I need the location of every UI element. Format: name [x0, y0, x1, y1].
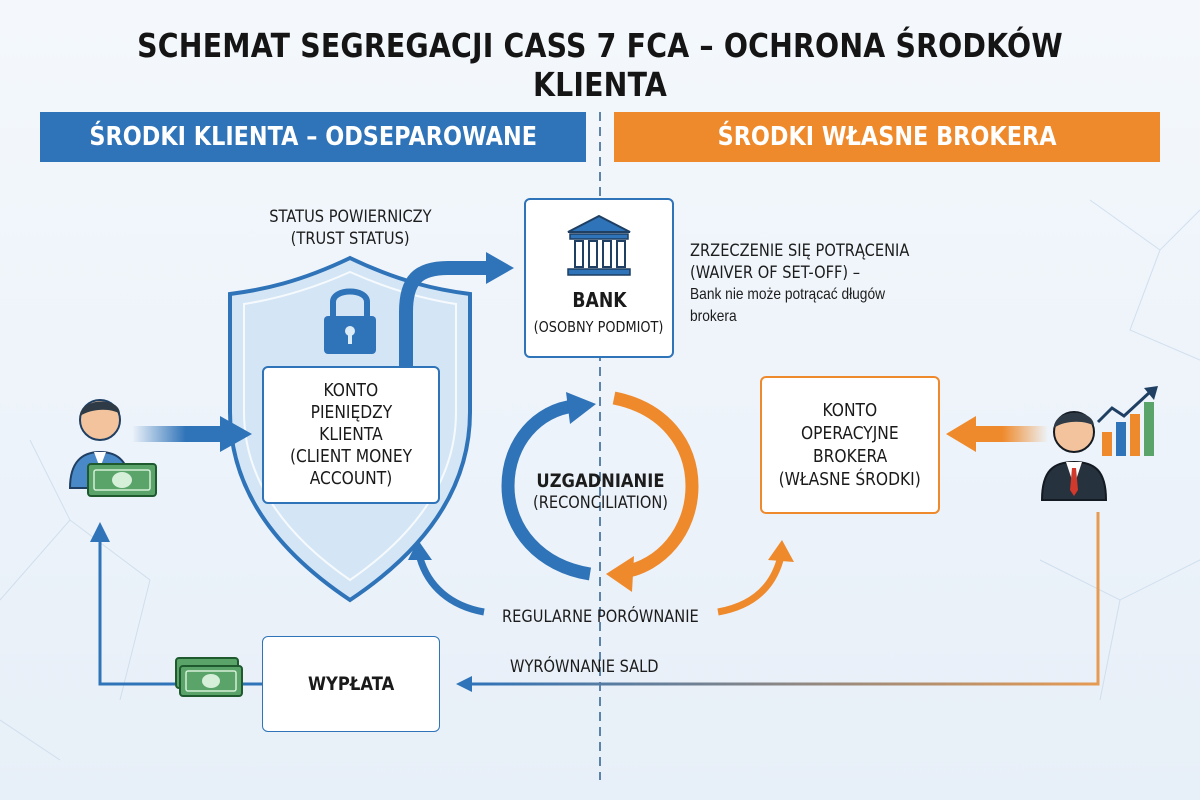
- reconciliation-label: UZGADNIANIE (RECONCILIATION): [532, 470, 668, 513]
- client-money-account-card: KONTO PIENIĘDZY KLIENTA (CLIENT MONEY AC…: [262, 366, 440, 504]
- arrow-shield-to-bank: [399, 261, 488, 366]
- growth-chart-icon: [1096, 386, 1158, 456]
- bank-name: BANK: [571, 288, 627, 312]
- withdrawal-card: WYPŁATA: [262, 636, 440, 732]
- regular-comparison-label: REGULARNE PORÓWNANIE: [501, 607, 699, 627]
- arrow-comparison-to-client: [416, 556, 485, 616]
- balance-alignment-label: WYRÓWNANIE SALD: [510, 657, 659, 677]
- client-funds-banner-label: ŚRODKI KLIENTA – ODSEPAROWANE: [89, 122, 537, 152]
- broker-funds-banner-label: ŚRODKI WŁASNE BROKERA: [717, 122, 1057, 152]
- arrow-comparison-to-broker: [717, 558, 784, 616]
- reconciliation-cycle: [501, 391, 699, 592]
- client-funds-banner: ŚRODKI KLIENTA – ODSEPAROWANE: [40, 112, 586, 162]
- balance-alignment-line: [470, 512, 1100, 686]
- arrow-client-to-account: [132, 426, 222, 442]
- bank-building-icon: [567, 214, 631, 276]
- arrow-broker-to-account: [972, 426, 1048, 442]
- trust-status-label: STATUS POWIERNICZY (TRUST STATUS): [268, 207, 432, 249]
- broker-person-icon: [1040, 411, 1108, 501]
- waiver-of-set-off-label: ZRZECZENIE SIĘ POTRĄCENIA (WAIVER OF SET…: [690, 241, 910, 325]
- page-title: SCHEMAT SEGREGACJI CASS 7 FCA – OCHRONA …: [137, 26, 1063, 104]
- bank-card: BANK (OSOBNY PODMIOT): [524, 198, 674, 358]
- broker-funds-banner: ŚRODKI WŁASNE BROKERA: [614, 112, 1160, 162]
- banknote-icon: [87, 463, 157, 497]
- broker-operating-account-card: KONTO OPERACYJNE BROKERA (WŁASNE ŚRODKI): [760, 376, 940, 514]
- padlock-icon: [324, 288, 376, 354]
- bank-subtitle: (OSOBNY PODMIOT): [534, 318, 664, 336]
- banknote-icon: [175, 657, 243, 697]
